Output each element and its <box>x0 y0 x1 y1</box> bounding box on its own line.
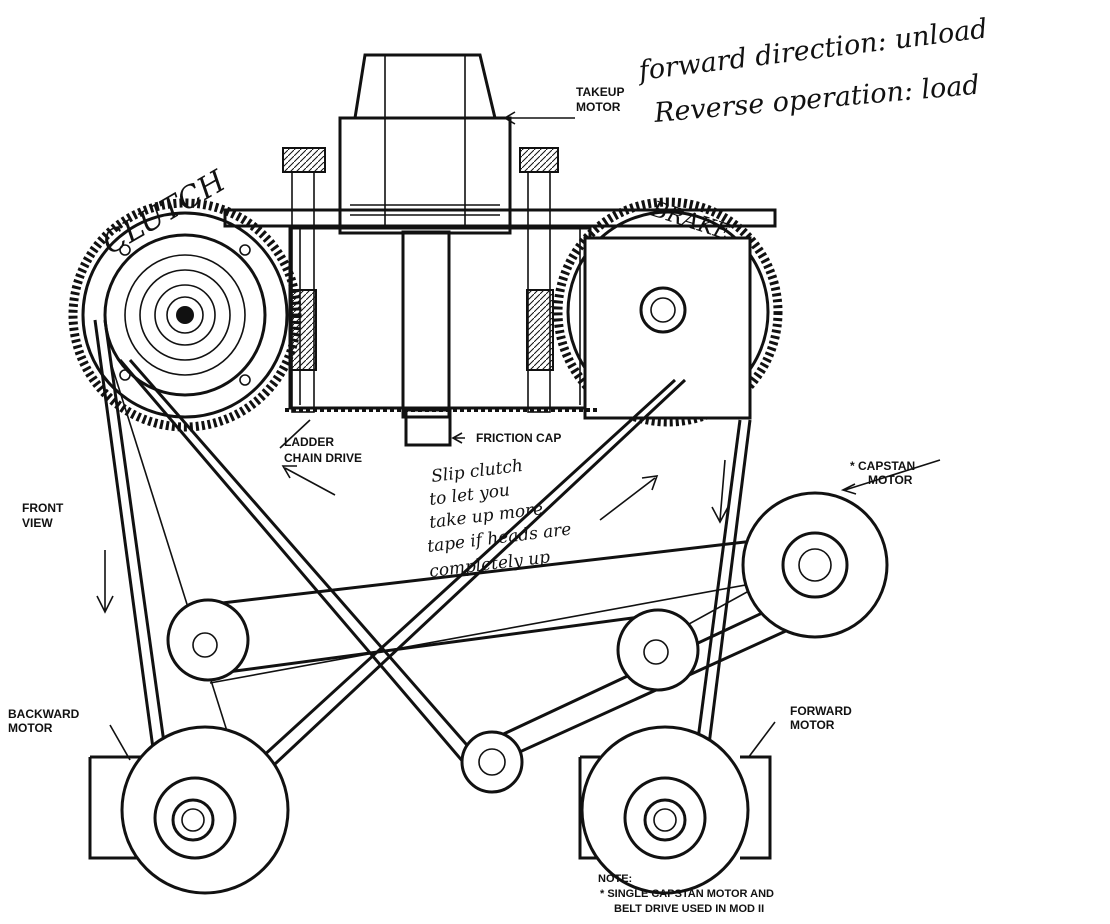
svg-text:LADDER: LADDER <box>284 435 334 449</box>
svg-text:TAKEUP: TAKEUP <box>576 85 624 99</box>
capstan-motor-label: * CAPSTAN MOTOR <box>850 459 915 487</box>
svg-text:BACKWARD: BACKWARD <box>8 707 80 721</box>
svg-text:FRONT: FRONT <box>22 501 64 515</box>
right-worm-shaft <box>519 147 559 413</box>
label-pointers <box>109 111 941 761</box>
svg-text:BELT DRIVE USED IN MOD II: BELT DRIVE USED IN MOD II <box>614 903 764 915</box>
svg-text:Slip clutch: Slip clutch <box>430 456 524 487</box>
svg-text:FORWARD: FORWARD <box>790 704 852 718</box>
forward-motor <box>578 725 772 895</box>
right-idler-pulley <box>616 608 700 692</box>
top-mounting-bar <box>223 208 777 228</box>
svg-text:VIEW: VIEW <box>22 516 53 530</box>
friction-cap-label: FRICTION CAP <box>476 431 561 445</box>
note-text: NOTE: * SINGLE CAPSTAN MOTOR AND BELT DR… <box>598 873 774 915</box>
handwritten-clutch-label: CLUTCH <box>97 163 233 262</box>
ladder-chain <box>285 408 600 447</box>
svg-text:MOTOR: MOTOR <box>576 100 621 114</box>
takeup-motor-housing <box>338 53 512 235</box>
direction-arrows <box>96 459 729 614</box>
handwritten-direction-note: forward direction: unload Reverse operat… <box>635 13 989 129</box>
takeup-motor-label: TAKEUP MOTOR <box>576 85 624 114</box>
left-idler-pulley <box>166 598 250 682</box>
svg-text:* SINGLE CAPSTAN MOTOR AND: * SINGLE CAPSTAN MOTOR AND <box>600 888 774 900</box>
backward-motor-label: BACKWARD MOTOR <box>8 707 80 735</box>
clutch-sprocket-wheel <box>68 198 302 432</box>
svg-text:NOTE:: NOTE: <box>598 873 632 885</box>
front-view-label: FRONT VIEW <box>22 501 64 530</box>
svg-text:* CAPSTAN: * CAPSTAN <box>850 459 915 473</box>
backward-motor <box>88 725 290 895</box>
svg-text:MOTOR: MOTOR <box>868 473 913 487</box>
small-idler-pulley <box>460 730 524 794</box>
ladder-chain-drive-label: LADDER CHAIN DRIVE <box>284 435 362 465</box>
svg-text:CHAIN DRIVE: CHAIN DRIVE <box>284 451 362 465</box>
capstan-motor-pulley <box>741 491 889 639</box>
forward-motor-label: FORWARD MOTOR <box>790 704 852 732</box>
svg-text:MOTOR: MOTOR <box>790 718 835 732</box>
svg-text:MOTOR: MOTOR <box>8 721 53 735</box>
handwritten-slip-clutch-note: Slip clutch to let you take up more tape… <box>426 456 572 582</box>
